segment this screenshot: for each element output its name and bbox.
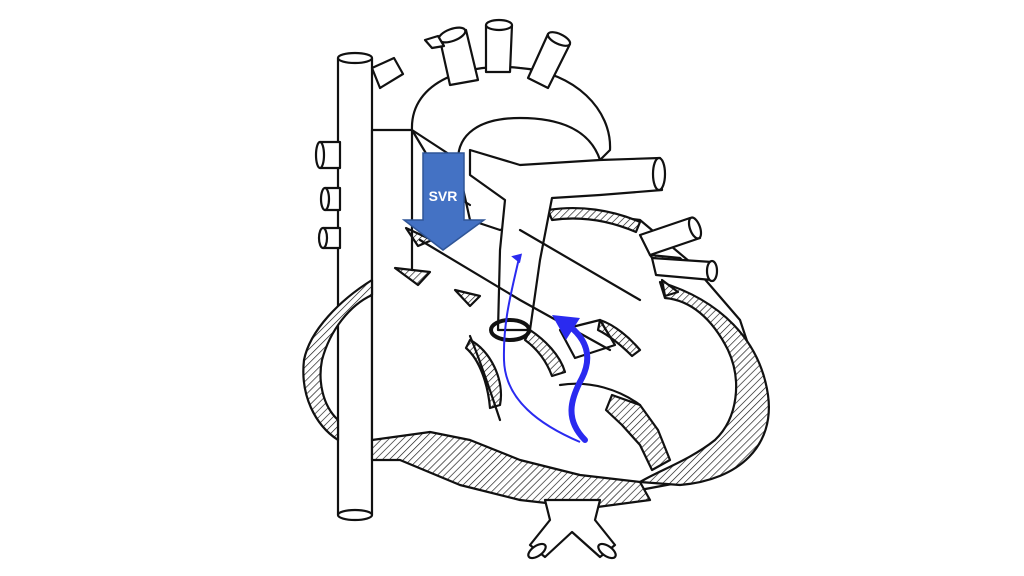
blood-flow-lines (502, 253, 591, 443)
cava-side-branches (314, 56, 405, 250)
svr-label: SVR (429, 188, 458, 204)
pulmonary-veins (638, 216, 719, 283)
curved-arrow-head (552, 315, 580, 340)
thin-flow-line (502, 253, 581, 443)
inferior-vessel (527, 498, 617, 560)
myocardium-walls (302, 207, 770, 510)
superior-vena-cava (336, 51, 374, 522)
curved-arrow-icon (565, 322, 591, 443)
ring-icon (489, 318, 531, 342)
arrow-down-icon: SVR (401, 152, 487, 251)
pulmonary-trunk (468, 148, 667, 332)
aortic-arch (410, 18, 612, 162)
